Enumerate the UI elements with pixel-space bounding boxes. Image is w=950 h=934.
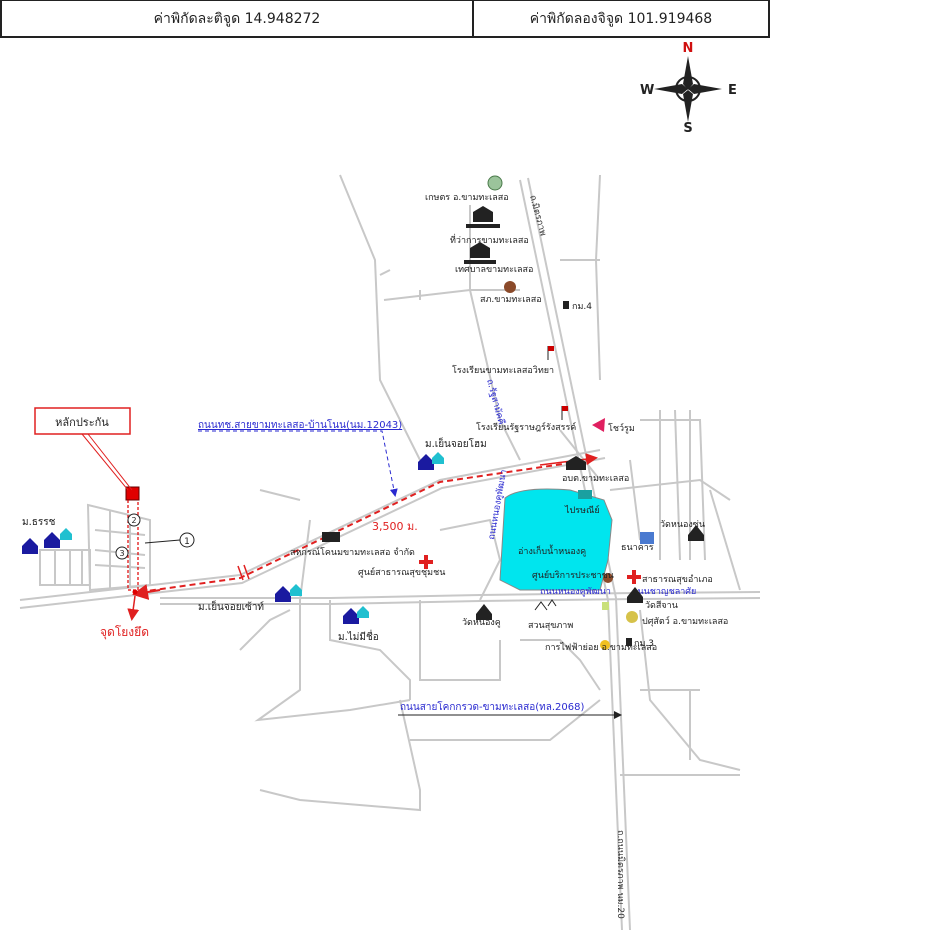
place-wat-nongsun: วัดหนองซุ่น <box>660 520 705 530</box>
government-building-icon <box>466 206 500 228</box>
place-village-yenjoy-south: ม.เย็นจอยเซ้าท์ <box>198 599 264 613</box>
village-house-icon <box>22 452 444 624</box>
bank-icon <box>640 532 654 544</box>
reference-point-label: จุดโยงยึด <box>100 625 149 640</box>
compass-north: N <box>683 41 694 56</box>
place-service-center: ศูนย์บริการประชาชน <box>532 569 614 581</box>
km-marker-icon <box>626 638 632 646</box>
longitude-label: ค่าพิกัดลองจิจูด 101.919468 <box>474 0 770 38</box>
distance-label: 3,500 ม. <box>372 520 418 533</box>
road-network <box>19 174 761 931</box>
road-label-highway-south: ถ.ถนนมิตรภาพ นม.20 <box>615 830 626 919</box>
electric-icon <box>600 640 610 650</box>
place-obt: อบต.ขามทะเลสอ <box>562 474 629 484</box>
km-marker-icon <box>563 301 569 309</box>
place-village-yenjoy-home: ม.เย็นจอยโฮม <box>425 436 487 450</box>
road-label-nongkhu-2: ถนนหนองคูพัฒนา <box>540 587 611 597</box>
school-flag-icon <box>547 346 568 420</box>
place-km4: กม.4 <box>572 302 592 312</box>
route-line <box>139 459 591 593</box>
svg-text:1: 1 <box>184 537 190 547</box>
temple-icon <box>476 604 492 620</box>
coordinate-header: ค่าพิกัดละติจูด 14.948272 ค่าพิกัดลองจิจ… <box>0 0 950 38</box>
place-village-thoraj: ม.ธรรช <box>22 517 56 528</box>
reservoir-shape <box>499 488 613 591</box>
place-bank: ธนาคาร <box>621 543 654 553</box>
compass-west: W <box>640 83 654 98</box>
collateral-plot-marker <box>125 486 140 501</box>
road-banbon-callout: ถนนทช.สายขามทะเลสอ-บ้านโนน(นม.12043) <box>198 418 402 431</box>
route-arrow <box>132 584 161 600</box>
place-health-center: ศูนย์สาธารณสุขชุมชน <box>358 566 445 578</box>
place-post: ไปรษณีย์ <box>564 504 600 516</box>
hospital-cross-icon <box>419 555 641 584</box>
collateral-callout-box <box>34 407 131 435</box>
temple-icon <box>627 587 643 603</box>
place-km3: กม.3 <box>634 639 654 649</box>
marker-1: 1 <box>144 532 195 548</box>
government-building-icon <box>566 456 586 470</box>
place-village-mai-mee: ม.ไม่มีชื่อ <box>338 629 379 643</box>
kaset-icon <box>487 175 503 191</box>
latitude-label: ค่าพิกัดละติจูด 14.948272 <box>0 0 474 38</box>
compass-south: S <box>683 121 692 136</box>
road-label-ratthasamakkhi: ถ.รัฐสามัคคี <box>484 378 507 426</box>
collateral-callout-label: หลักประกัน <box>55 416 109 429</box>
government-building-icon <box>464 242 496 264</box>
place-school2: โรงเรียนรัฐราษฎร์รังสรรค์ <box>476 421 576 433</box>
place-reservoir: อ่างเก็บน้ำหนองคู <box>518 544 586 557</box>
place-park: สวนสุขภาพ <box>528 621 573 631</box>
svg-text:2: 2 <box>131 516 136 525</box>
place-wat-sijan: วัดสีจาน <box>645 600 678 611</box>
place-coop: สหกรณ์โคนมขามทะเลสอ จำกัด <box>290 546 415 558</box>
marker-2: 2 <box>127 513 141 527</box>
temple-icon <box>688 525 704 541</box>
place-showroom: โชว์รูม <box>608 422 635 434</box>
park-icon <box>534 599 557 611</box>
place-livestock: ปศุสัตว์ อ.ขามทะเลสอ <box>642 615 728 627</box>
place-amphoe: ที่ว่าการขามทะเลสอ <box>450 233 529 246</box>
factory-icon <box>322 532 340 542</box>
shop-icon <box>603 573 613 583</box>
svg-text:3: 3 <box>119 549 124 558</box>
place-electric: การไฟฟ้าย่อย อ.ขามทะเลสอ <box>545 642 657 653</box>
place-tessaban: เทศบาลขามทะเลสอ <box>455 265 533 275</box>
place-wat-nongku: วัดหนองคู <box>462 618 501 628</box>
marker-3: 3 <box>115 546 129 560</box>
traffic-sign-icon <box>602 602 609 610</box>
livestock-icon <box>626 611 638 623</box>
post-icon <box>578 490 592 499</box>
showroom-icon <box>592 418 605 432</box>
police-icon <box>504 281 516 293</box>
compass-rose-icon: N S E W <box>640 41 737 136</box>
place-hospital-district: สาธารณสุขอำเภอ <box>642 574 713 585</box>
road-label-chonlatat: ถนนชาญชลาศัย <box>632 587 696 597</box>
place-police: สภ.ขามทะเลสอ <box>480 295 542 305</box>
compass-east: E <box>728 83 737 98</box>
place-school1: โรงเรียนขามทะเลสอวิทยา <box>452 365 554 376</box>
road-2068-callout: ถนนสายโคกกรวด-ขามทะเลสอ(ทล.2068) <box>400 700 584 713</box>
place-kaset: เกษตร อ.ขามทะเลสอ <box>425 193 509 203</box>
